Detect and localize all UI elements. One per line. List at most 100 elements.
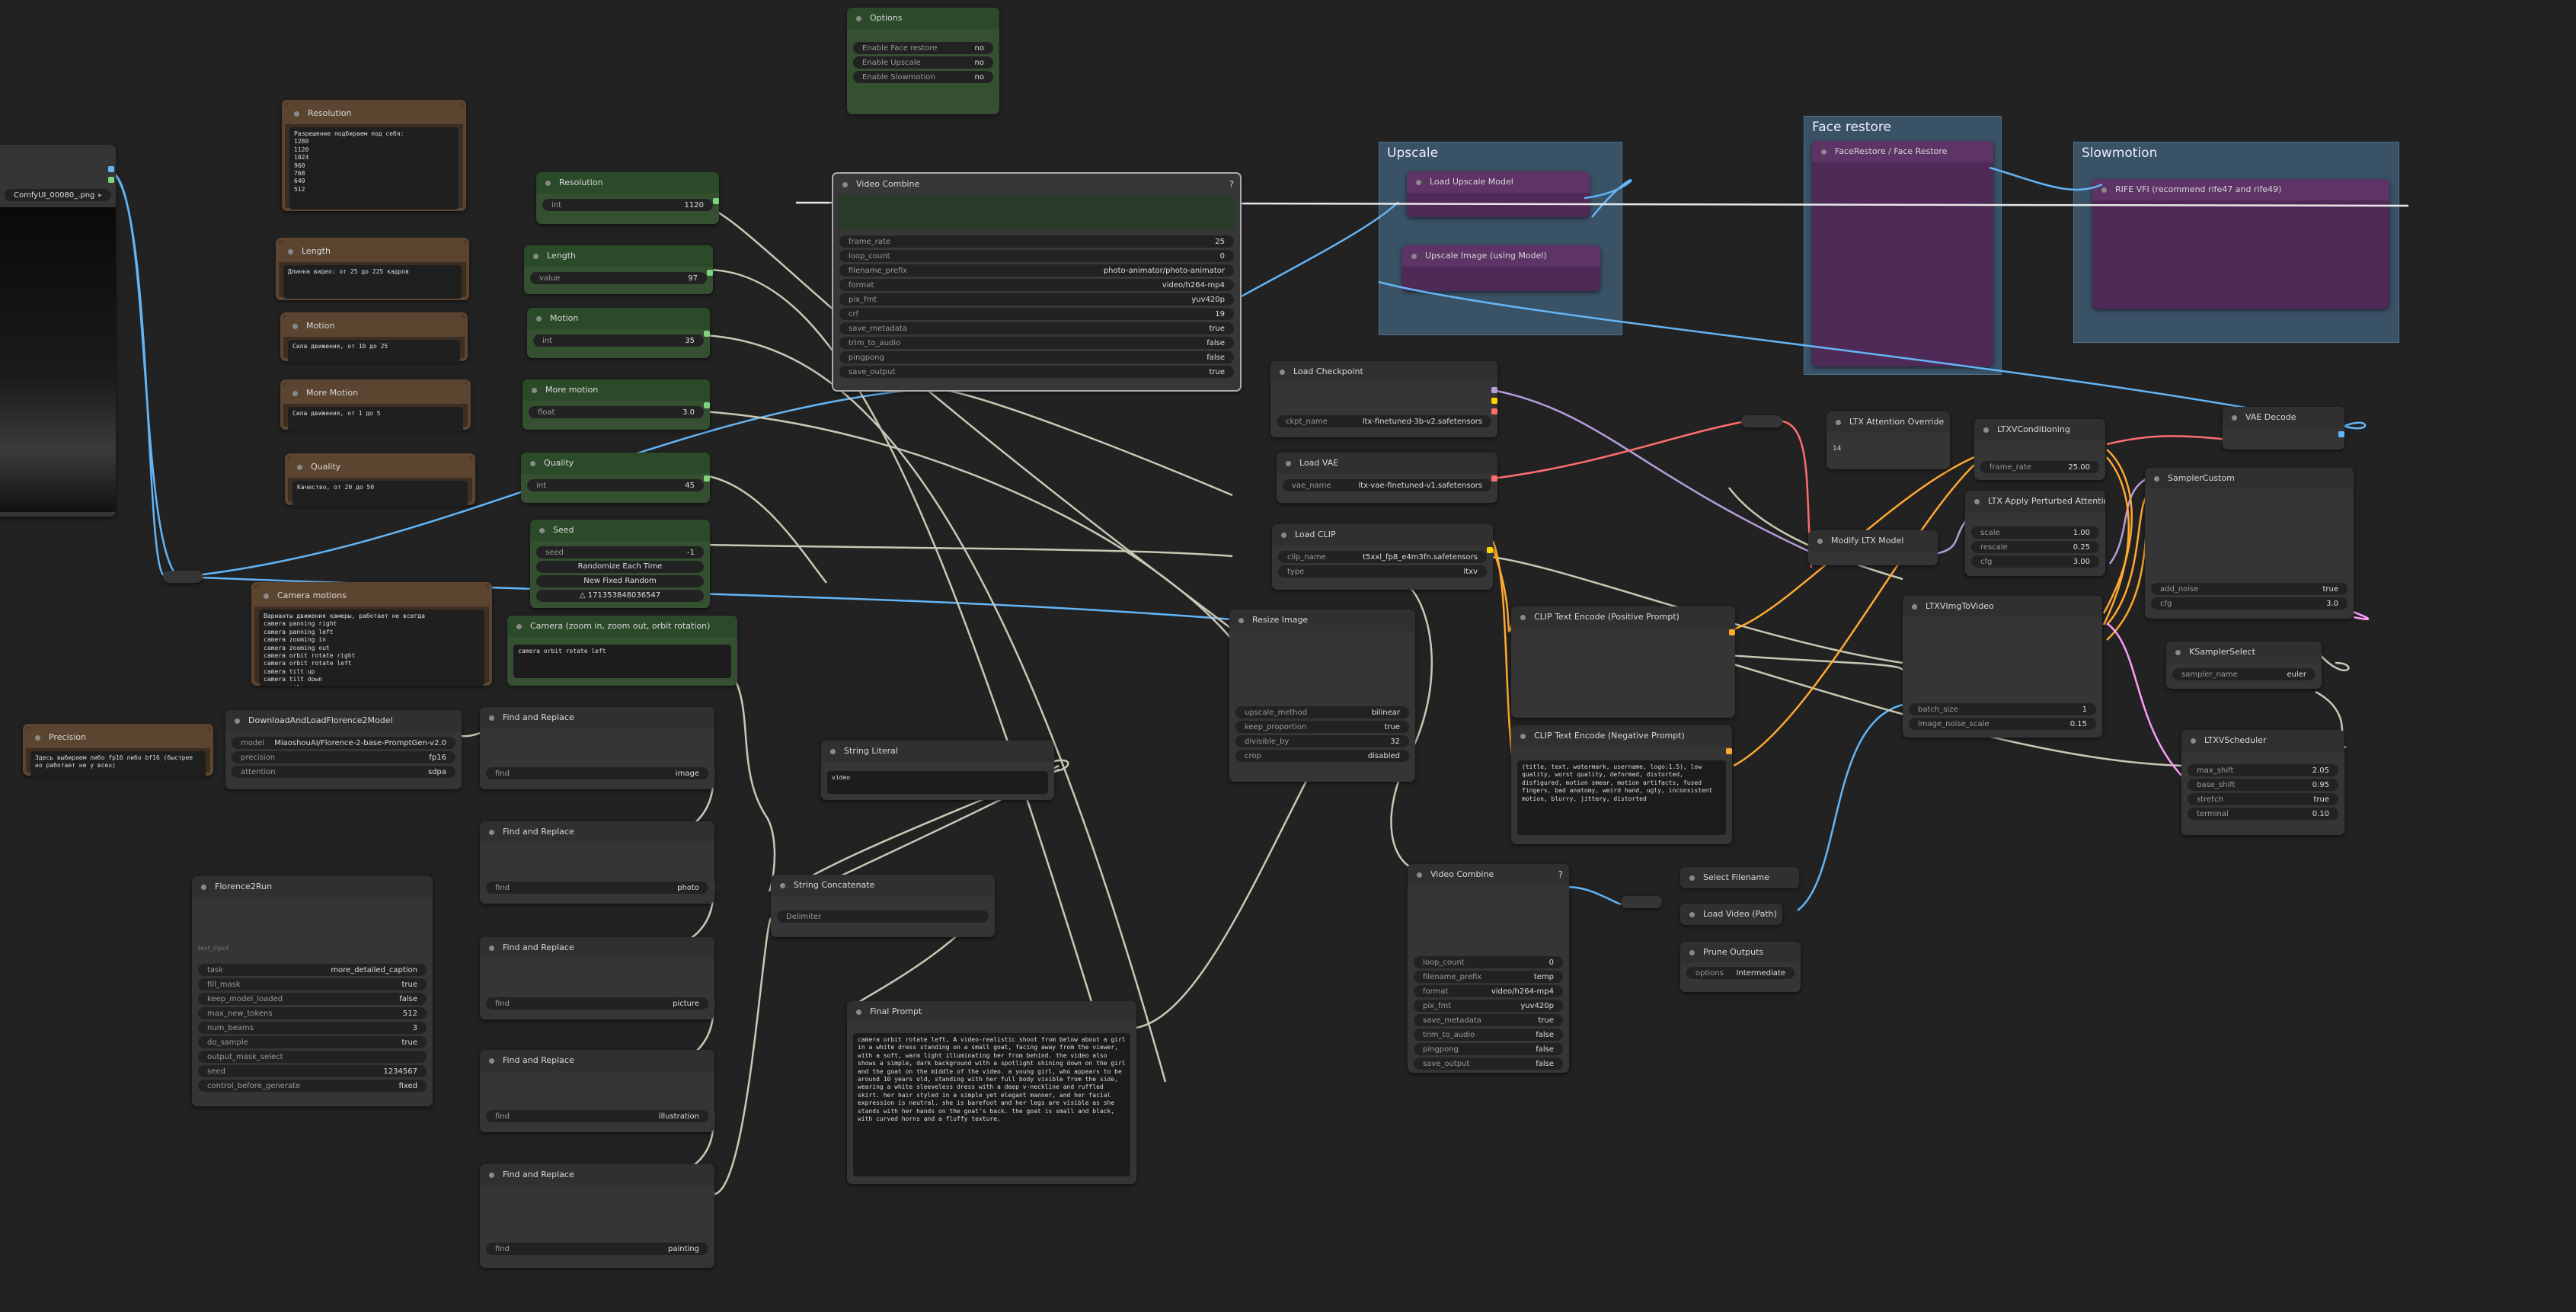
node-title[interactable]: Find and Replace <box>480 707 714 728</box>
node-load-video-path[interactable]: Load Video (Path) <box>1680 904 1782 925</box>
node-load-upscale-model[interactable]: Load Upscale Model <box>1407 171 1590 217</box>
node-title[interactable]: Resolution <box>536 172 719 194</box>
node-title[interactable]: Options <box>847 8 999 29</box>
string-literal-textarea[interactable]: video <box>827 771 1048 794</box>
node-title[interactable]: KSamplerSelect <box>2166 642 2322 663</box>
randomize-each-time-button[interactable]: Randomize Each Time <box>536 561 704 573</box>
node-title[interactable]: Prune Outputs <box>1680 942 1801 963</box>
node-title[interactable]: LTXVConditioning <box>1974 419 2105 440</box>
node-title[interactable]: LTX Apply Perturbed Attention <box>1965 491 2105 512</box>
node-upscale-image[interactable]: Upscale Image (using Model) <box>1402 245 1600 291</box>
node-clip-negative[interactable]: CLIP Text Encode (Negative Prompt) (titl… <box>1511 725 1732 844</box>
node-title[interactable]: LTXVImgToVideo <box>1903 596 2102 617</box>
node-camera-text[interactable]: Camera (zoom in, zoom out, orbit rotatio… <box>507 616 737 686</box>
reroute-node[interactable] <box>163 571 203 583</box>
node-title[interactable]: Final Prompt <box>847 1001 1136 1022</box>
node-title[interactable]: Find and Replace <box>480 1050 714 1071</box>
node-title[interactable]: Resolution <box>285 103 463 124</box>
node-title[interactable]: Select Filename <box>1680 867 1799 888</box>
node-title[interactable]: CLIP Text Encode (Positive Prompt) <box>1511 606 1735 628</box>
node-final-prompt[interactable]: Final Prompt camera orbit rotate left, A… <box>847 1001 1136 1184</box>
node-seed[interactable]: Seed seed-1 Randomize Each Time New Fixe… <box>530 520 710 608</box>
node-title[interactable]: Resize Image <box>1229 610 1415 631</box>
node-title[interactable]: RIFE VFI (recommend rife47 and rife49) <box>2092 179 2389 200</box>
node-title[interactable]: Load CLIP <box>1272 524 1493 546</box>
node-rife-vfi[interactable]: RIFE VFI (recommend rife47 and rife49) <box>2092 179 2389 309</box>
node-title[interactable]: LTX Attention Override <box>1827 411 1950 433</box>
reroute-node[interactable] <box>1741 415 1782 427</box>
node-string-concatenate[interactable]: String Concatenate Delimiter <box>771 875 995 937</box>
new-fixed-random-button[interactable]: New Fixed Random <box>536 575 704 587</box>
node-title[interactable]: LTXVScheduler <box>2181 730 2344 751</box>
node-clip-positive[interactable]: CLIP Text Encode (Positive Prompt) <box>1511 606 1735 718</box>
last-seed-button[interactable]: △ 171353848036547 <box>536 590 704 602</box>
florence-run-widget[interactable]: output_mask_select <box>198 1051 427 1063</box>
node-title[interactable]: Length <box>279 241 466 262</box>
node-title[interactable]: Motion <box>283 315 465 337</box>
node-title[interactable]: String Literal <box>821 741 1054 762</box>
negative-prompt-textarea[interactable]: (title, text, watermark, username, logo:… <box>1517 760 1726 835</box>
node-title[interactable]: Load Checkpoint <box>1270 361 1497 382</box>
node-vae-decode[interactable]: VAE Decode <box>2223 407 2344 450</box>
final-prompt-textarea[interactable]: camera orbit rotate left, A video-realis… <box>853 1033 1130 1176</box>
node-title[interactable]: Motion <box>527 308 710 329</box>
node-string-literal[interactable]: String Literal video <box>821 741 1054 800</box>
node-title[interactable]: FaceRestore / Face Restore <box>1812 141 1993 162</box>
node-title[interactable]: Find and Replace <box>480 937 714 958</box>
node-face-restore[interactable]: FaceRestore / Face Restore <box>1812 141 1993 366</box>
node-title[interactable]: Find and Replace <box>480 1164 714 1186</box>
node-title[interactable]: Length <box>524 245 713 267</box>
node-title[interactable]: Florence2Run <box>192 876 433 898</box>
reroute-node[interactable] <box>1621 896 1662 908</box>
